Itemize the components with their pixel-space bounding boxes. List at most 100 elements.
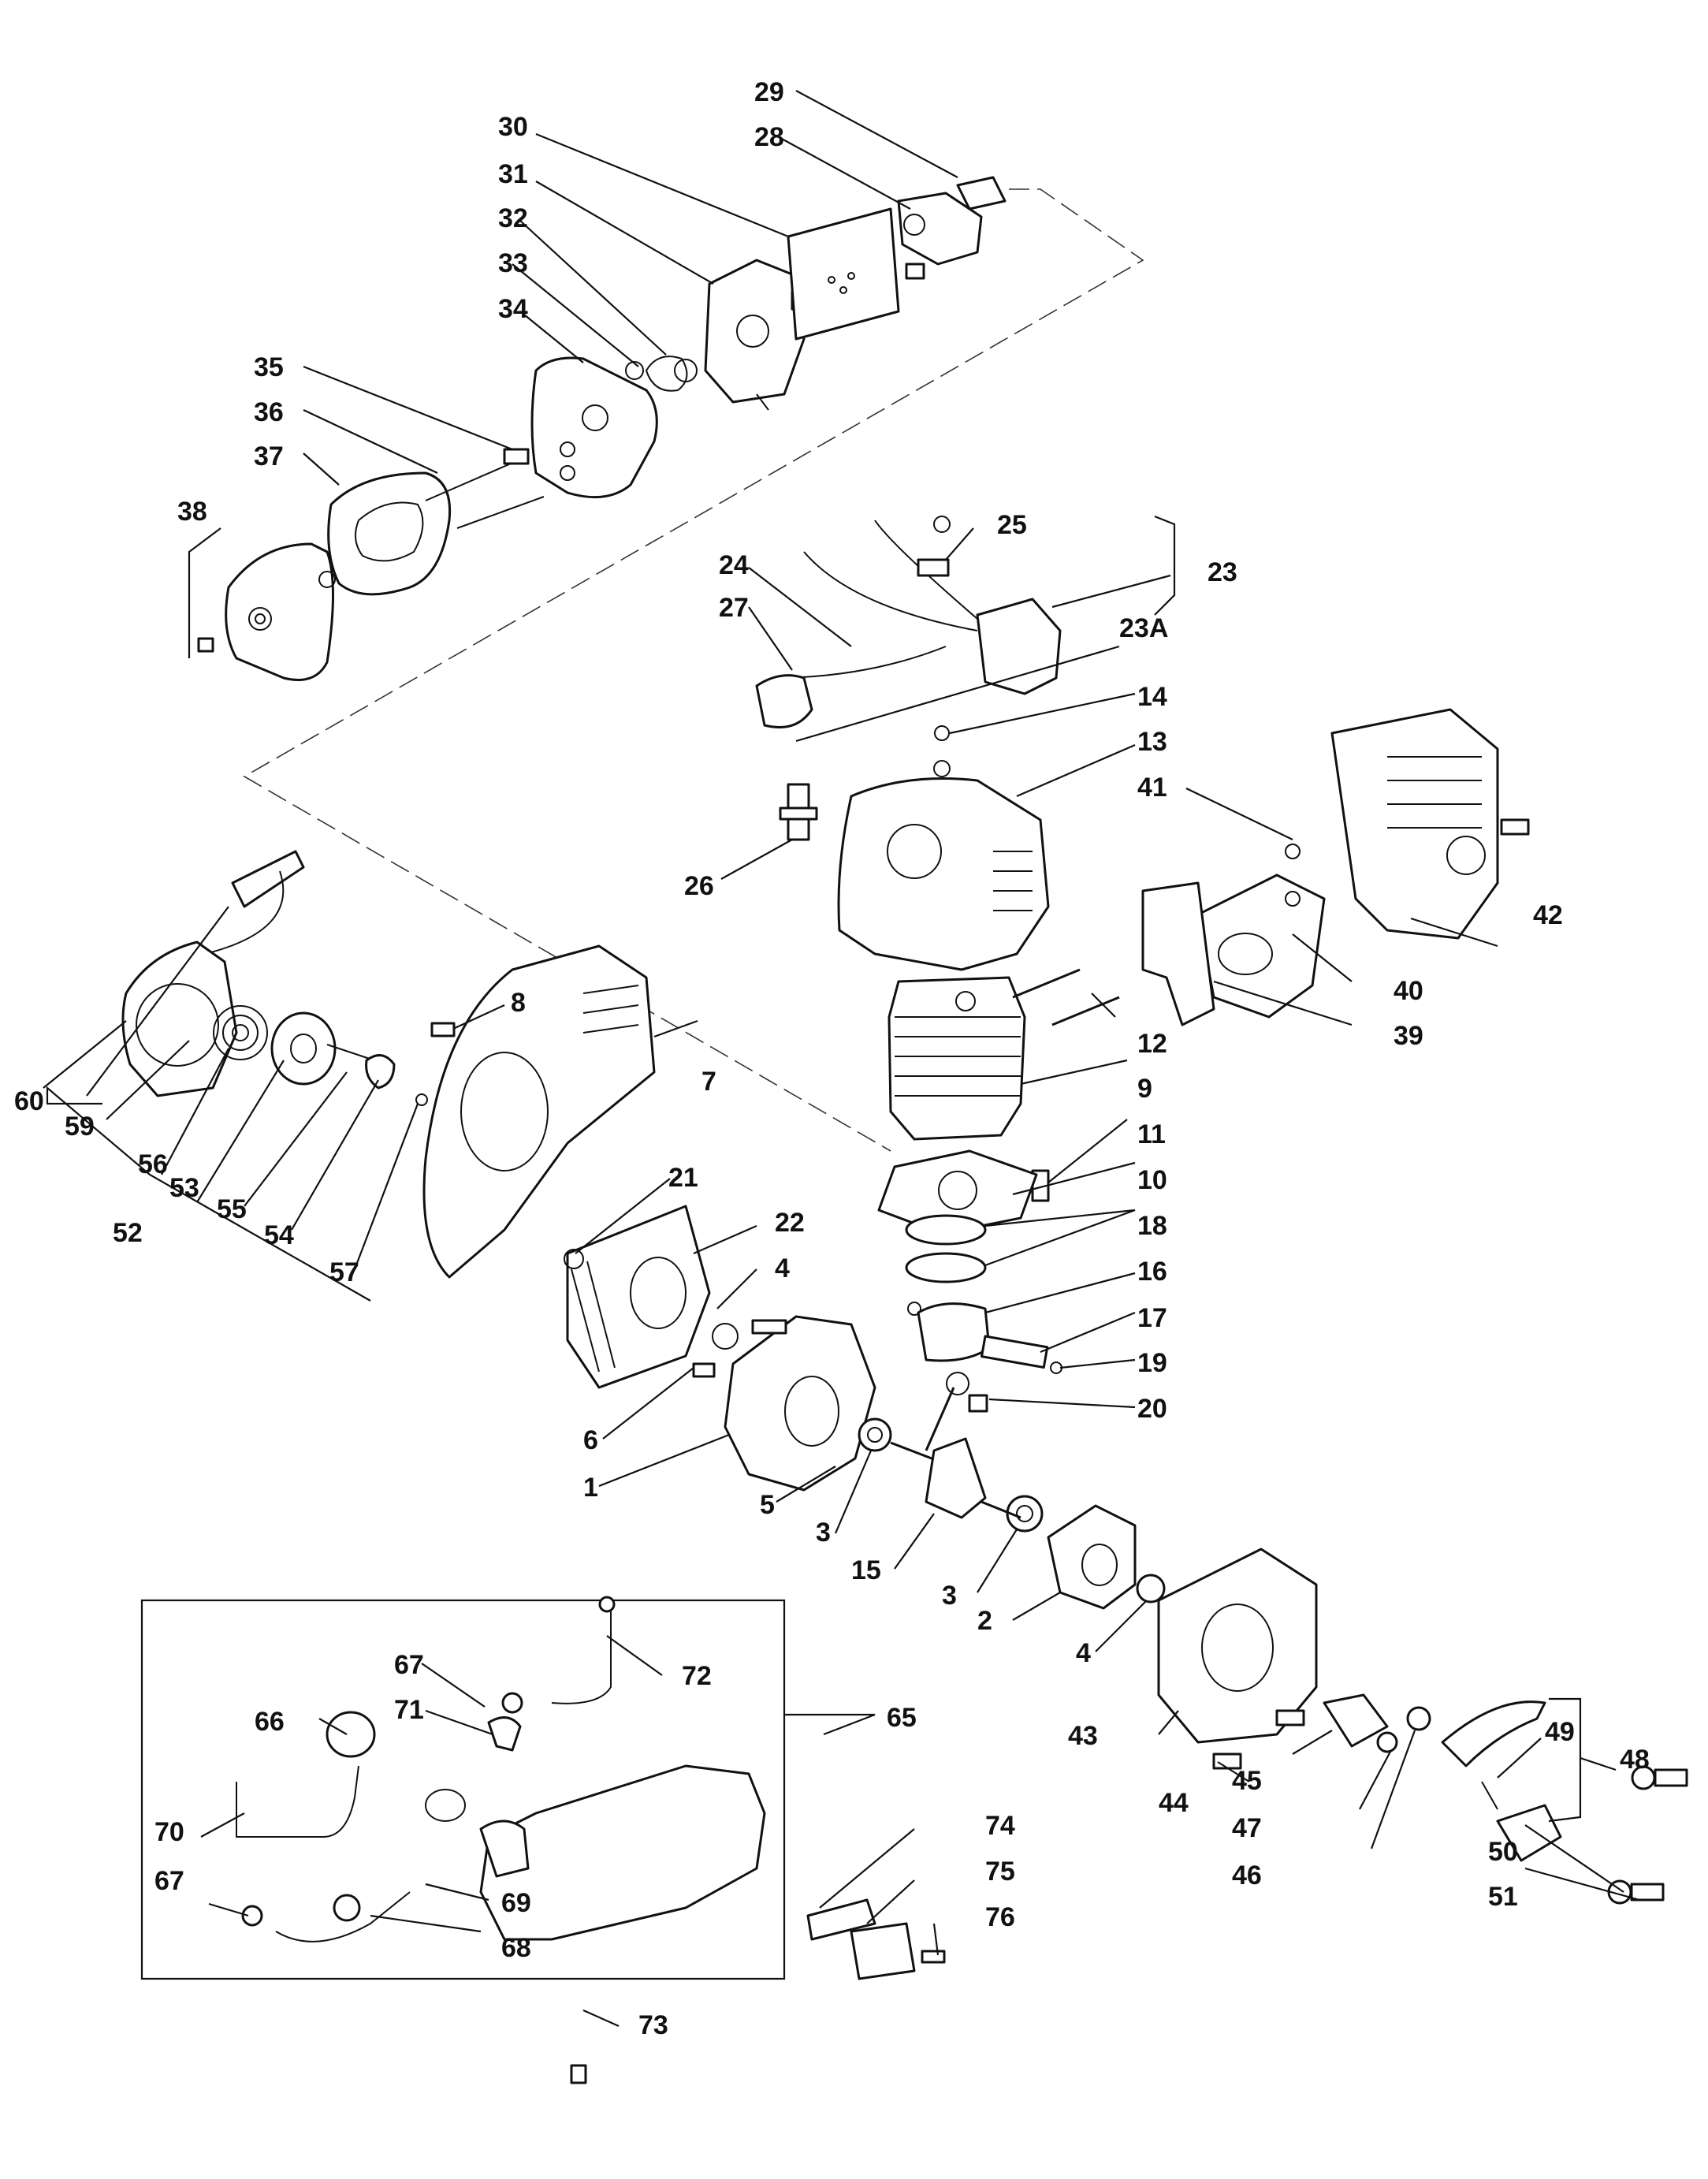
spark-plug bbox=[779, 783, 818, 841]
label-23: 23 bbox=[1208, 557, 1237, 587]
label-60: 60 bbox=[14, 1086, 44, 1116]
label-16: 16 bbox=[1137, 1257, 1167, 1287]
label-67a: 67 bbox=[394, 1650, 424, 1680]
label-45: 45 bbox=[1232, 1766, 1262, 1796]
part-number-labels: 29 28 30 31 32 33 34 35 36 37 38 25 24 2… bbox=[14, 77, 1650, 2040]
label-52: 52 bbox=[113, 1218, 143, 1248]
label-37: 37 bbox=[254, 441, 284, 471]
label-18: 18 bbox=[1137, 1211, 1167, 1241]
label-2: 2 bbox=[977, 1606, 992, 1636]
starter-handle bbox=[204, 850, 305, 955]
label-29: 29 bbox=[754, 77, 784, 107]
label-26: 26 bbox=[684, 871, 714, 901]
label-50: 50 bbox=[1488, 1837, 1518, 1867]
fuel-tank-frame bbox=[140, 1599, 786, 1980]
label-4a: 4 bbox=[775, 1253, 790, 1283]
air-filter-cover bbox=[197, 542, 336, 681]
label-6: 6 bbox=[583, 1425, 598, 1455]
muffler bbox=[1141, 873, 1326, 1026]
label-21: 21 bbox=[668, 1163, 698, 1193]
fuel-cap bbox=[326, 1692, 587, 2084]
label-51: 51 bbox=[1488, 1882, 1518, 1912]
clutch-drum-housing bbox=[1157, 1548, 1318, 1770]
ignition-coil bbox=[755, 516, 1062, 728]
label-34: 34 bbox=[498, 294, 528, 324]
label-28: 28 bbox=[754, 122, 784, 152]
label-36: 36 bbox=[254, 397, 284, 427]
label-66: 66 bbox=[255, 1707, 285, 1737]
label-10: 10 bbox=[1137, 1165, 1167, 1195]
label-68: 68 bbox=[501, 1933, 531, 1963]
label-11: 11 bbox=[1137, 1119, 1166, 1149]
label-38: 38 bbox=[177, 497, 207, 527]
label-7: 7 bbox=[701, 1067, 716, 1097]
label-39: 39 bbox=[1394, 1021, 1423, 1051]
label-48: 48 bbox=[1620, 1745, 1650, 1775]
crankcase-half bbox=[712, 1315, 876, 1492]
starter-spring bbox=[213, 1005, 268, 1060]
label-59: 59 bbox=[65, 1112, 95, 1142]
label-70: 70 bbox=[154, 1817, 184, 1847]
label-1: 1 bbox=[583, 1473, 598, 1503]
label-69: 69 bbox=[501, 1888, 531, 1918]
air-filter-bracket bbox=[425, 356, 658, 529]
label-4b: 4 bbox=[1076, 1638, 1091, 1668]
clutch-parts bbox=[1323, 1693, 1688, 1905]
label-47: 47 bbox=[1232, 1813, 1262, 1843]
cylinder-gasket bbox=[877, 1149, 1038, 1235]
label-35: 35 bbox=[254, 352, 284, 382]
cylinder-cover bbox=[837, 725, 1050, 971]
anti-vibration-plates bbox=[806, 1898, 946, 1980]
air-filter-element bbox=[327, 471, 452, 596]
label-9: 9 bbox=[1137, 1074, 1152, 1104]
dashed-guide-lines bbox=[243, 188, 1144, 1152]
label-42: 42 bbox=[1533, 900, 1563, 930]
label-76: 76 bbox=[985, 1902, 1015, 1932]
label-55: 55 bbox=[217, 1194, 247, 1224]
label-12: 12 bbox=[1137, 1029, 1167, 1059]
crankcase-cover bbox=[1047, 1504, 1137, 1610]
label-30: 30 bbox=[498, 112, 528, 142]
piston bbox=[907, 1302, 1062, 1374]
leader-lines bbox=[43, 90, 1640, 2028]
carburetor-gasket bbox=[787, 207, 900, 341]
label-73: 73 bbox=[638, 2010, 668, 2040]
bearings bbox=[858, 1417, 1166, 1604]
label-72: 72 bbox=[682, 1661, 712, 1691]
label-53: 53 bbox=[169, 1173, 199, 1203]
label-22: 22 bbox=[775, 1208, 805, 1238]
intake-manifold bbox=[897, 176, 1007, 280]
label-54: 54 bbox=[264, 1220, 294, 1250]
label-25: 25 bbox=[997, 510, 1027, 540]
carburetor bbox=[625, 259, 813, 411]
label-27: 27 bbox=[719, 593, 749, 623]
label-56: 56 bbox=[138, 1149, 168, 1179]
label-3a: 3 bbox=[816, 1518, 831, 1548]
label-67b: 67 bbox=[154, 1866, 184, 1896]
fan-housing bbox=[422, 944, 656, 1279]
starter-pulley bbox=[270, 1011, 428, 1106]
label-74: 74 bbox=[985, 1811, 1015, 1841]
label-75: 75 bbox=[985, 1857, 1015, 1887]
label-49: 49 bbox=[1545, 1717, 1575, 1747]
label-33: 33 bbox=[498, 248, 528, 278]
label-43: 43 bbox=[1068, 1721, 1098, 1751]
crankshaft bbox=[890, 1372, 1021, 1519]
label-19: 19 bbox=[1137, 1348, 1167, 1378]
label-3b: 3 bbox=[942, 1581, 957, 1611]
label-40: 40 bbox=[1394, 976, 1423, 1006]
label-65: 65 bbox=[887, 1703, 917, 1733]
cylinder-studs bbox=[1012, 968, 1120, 1202]
label-32: 32 bbox=[498, 203, 528, 233]
label-24: 24 bbox=[719, 550, 749, 580]
label-44: 44 bbox=[1159, 1788, 1189, 1818]
label-20: 20 bbox=[1137, 1394, 1167, 1424]
muffler-cover bbox=[1285, 708, 1530, 940]
label-13: 13 bbox=[1137, 727, 1167, 757]
label-71: 71 bbox=[394, 1695, 424, 1725]
label-46: 46 bbox=[1232, 1861, 1262, 1890]
fuel-lines bbox=[236, 1596, 616, 1942]
label-8: 8 bbox=[511, 988, 526, 1018]
label-23a: 23A bbox=[1119, 613, 1168, 643]
